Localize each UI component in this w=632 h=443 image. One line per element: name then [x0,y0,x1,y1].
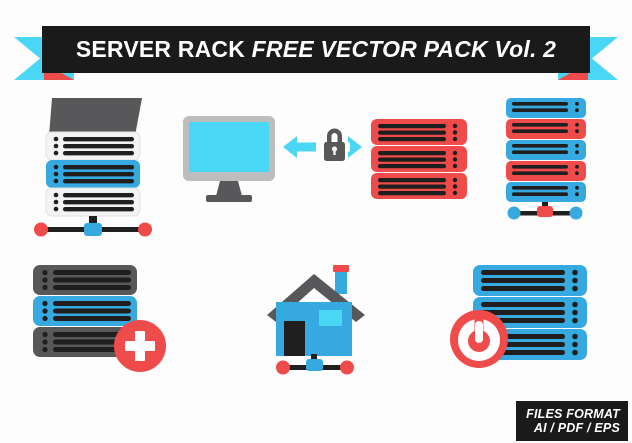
icon-server-rack-add[interactable] [31,263,171,373]
server-rack-red-icon [371,119,467,199]
server-rack-power-icon [450,265,587,368]
banner-title: SERVER RACK FREE VECTOR PACK Vol. 2 [76,38,556,61]
banner-title-bold: SERVER RACK [75,36,246,62]
icon-home-server-house[interactable] [262,262,377,377]
icon-server-rack-striped[interactable] [490,96,595,222]
server-rack-add-icon [33,265,166,372]
banner-title-italic: FREE VECTOR PACK Vol. 2 [245,36,557,62]
home-server-house-icon [267,265,365,375]
files-format-label: FILES FORMAT AI / PDF / EPS [516,401,628,441]
banner: SERVER RACK FREE VECTOR PACK Vol. 2 [0,18,632,80]
monitor-secure-transfer-icon [183,116,362,202]
files-format-line1: FILES FORMAT [526,407,620,421]
icon-server-rack-tower[interactable] [24,96,164,241]
banner-bar: SERVER RACK FREE VECTOR PACK Vol. 2 [42,26,590,73]
icon-monitor-secure-transfer[interactable] [180,114,365,219]
server-rack-tower-icon [34,98,152,237]
icon-server-rack-red[interactable] [369,118,469,200]
server-rack-striped-icon [506,98,586,220]
files-format-line2: AI / PDF / EPS [533,421,620,435]
icon-server-rack-power[interactable] [449,263,595,373]
